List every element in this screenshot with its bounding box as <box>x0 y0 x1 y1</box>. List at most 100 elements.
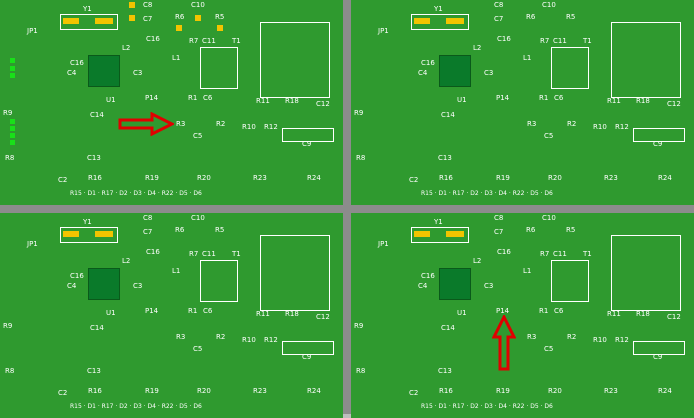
label-r16: R16 <box>439 174 453 182</box>
label-r2: R2 <box>216 333 226 341</box>
label-r19: R19 <box>496 387 510 395</box>
label-jp1: JP1 <box>27 27 38 35</box>
label-r3: R3 <box>527 120 537 128</box>
label-c9: C9 <box>653 353 663 361</box>
label-r1: R1 <box>539 307 549 315</box>
label-r20: R20 <box>197 387 211 395</box>
green-pad <box>10 66 15 71</box>
label-l2: L2 <box>122 44 131 52</box>
label-y1: Y1 <box>83 5 92 13</box>
label-l1: L1 <box>172 54 181 62</box>
label-r10: R10 <box>593 336 607 344</box>
label-c12: C12 <box>316 313 330 321</box>
c9-outline <box>282 341 334 355</box>
mcu-chip <box>88 55 120 87</box>
label-c16a: C16 <box>70 59 84 67</box>
crystal-pad <box>414 231 430 237</box>
label-r6: R6 <box>175 226 185 234</box>
label-c9: C9 <box>302 353 312 361</box>
pad <box>129 2 135 8</box>
label-c3: C3 <box>133 282 143 290</box>
label-r16: R16 <box>88 387 102 395</box>
bottom-labels: R15 · D1 · R17 · D2 · D3 · D4 · R22 · D5… <box>421 403 553 410</box>
label-jp1: JP1 <box>378 240 389 248</box>
pad <box>129 15 135 21</box>
crystal-pad <box>95 18 113 24</box>
label-c3: C3 <box>133 69 143 77</box>
pcb-panel-top-left: JP1 Y1 C8 C7 C10 R6 R5 C16 C4 C16 L2 C3 … <box>0 0 343 205</box>
label-c7: C7 <box>143 15 153 23</box>
label-r12: R12 <box>615 336 629 344</box>
crystal-pad <box>446 231 464 237</box>
label-y1: Y1 <box>434 218 443 226</box>
label-r23: R23 <box>604 387 618 395</box>
label-c2: C2 <box>409 176 419 184</box>
label-r10: R10 <box>593 123 607 131</box>
label-t1: T1 <box>232 250 241 258</box>
label-jp1: JP1 <box>378 27 389 35</box>
label-l1: L1 <box>523 267 532 275</box>
label-c14: C14 <box>441 111 455 119</box>
label-c13: C13 <box>438 154 452 162</box>
label-c16b: C16 <box>497 248 511 256</box>
label-c11: C11 <box>553 37 567 45</box>
label-r23: R23 <box>253 387 267 395</box>
c9-outline <box>633 128 685 142</box>
label-u1: U1 <box>457 96 467 104</box>
green-pad <box>10 73 15 78</box>
label-c6: C6 <box>554 307 564 315</box>
label-r19: R19 <box>496 174 510 182</box>
label-r11: R11 <box>256 310 270 318</box>
green-pad <box>10 119 15 124</box>
bottom-labels: R15 · D1 · R17 · D2 · D3 · D4 · R22 · D5… <box>70 403 202 410</box>
label-c4: C4 <box>418 69 428 77</box>
label-r6: R6 <box>175 13 185 21</box>
crystal-outline <box>411 14 469 30</box>
label-r24: R24 <box>307 174 321 182</box>
label-p14: P14 <box>496 94 510 102</box>
label-c16a: C16 <box>421 272 435 280</box>
label-c13: C13 <box>87 154 101 162</box>
mcu-chip <box>88 268 120 300</box>
label-r20: R20 <box>197 174 211 182</box>
label-c16b: C16 <box>497 35 511 43</box>
label-r5: R5 <box>566 226 576 234</box>
label-r19: R19 <box>145 174 159 182</box>
label-c14: C14 <box>90 111 104 119</box>
bottom-labels: R15 · D1 · R17 · D2 · D3 · D4 · R22 · D5… <box>421 190 553 197</box>
label-c3: C3 <box>484 69 494 77</box>
label-c8: C8 <box>494 214 504 222</box>
pcb-panel-top-right: JP1 Y1 C8 C7 C10 R6 R5 C16 C4 C16 L2 C3 … <box>351 0 694 205</box>
label-c12: C12 <box>667 313 681 321</box>
pcb-panel-bottom-left: JP1 Y1 C8 C7 C10 R6 R5 C16 C4 C16 L2 C3 … <box>0 213 343 418</box>
label-y1: Y1 <box>83 218 92 226</box>
green-pad <box>10 126 15 131</box>
label-c10: C10 <box>542 214 556 222</box>
label-c16a: C16 <box>70 272 84 280</box>
transformer-outline <box>200 47 238 89</box>
label-c10: C10 <box>542 1 556 9</box>
label-c11: C11 <box>202 37 216 45</box>
label-c11: C11 <box>202 250 216 258</box>
label-c6: C6 <box>554 94 564 102</box>
label-c6: C6 <box>203 94 213 102</box>
label-t1: T1 <box>232 37 241 45</box>
label-r18: R18 <box>636 97 650 105</box>
mcu-chip <box>439 268 471 300</box>
label-l2: L2 <box>473 44 482 52</box>
label-r18: R18 <box>285 97 299 105</box>
pad <box>195 15 201 21</box>
transformer-outline <box>551 260 589 302</box>
label-c2: C2 <box>409 389 419 397</box>
label-r11: R11 <box>256 97 270 105</box>
label-l2: L2 <box>473 257 482 265</box>
label-c8: C8 <box>143 214 153 222</box>
red-arrow-up <box>492 315 516 371</box>
label-r24: R24 <box>307 387 321 395</box>
crystal-pad <box>95 231 113 237</box>
mcu-chip <box>439 55 471 87</box>
label-r18: R18 <box>636 310 650 318</box>
label-r7: R7 <box>540 250 550 258</box>
crystal-pad <box>446 18 464 24</box>
label-r16: R16 <box>439 387 453 395</box>
